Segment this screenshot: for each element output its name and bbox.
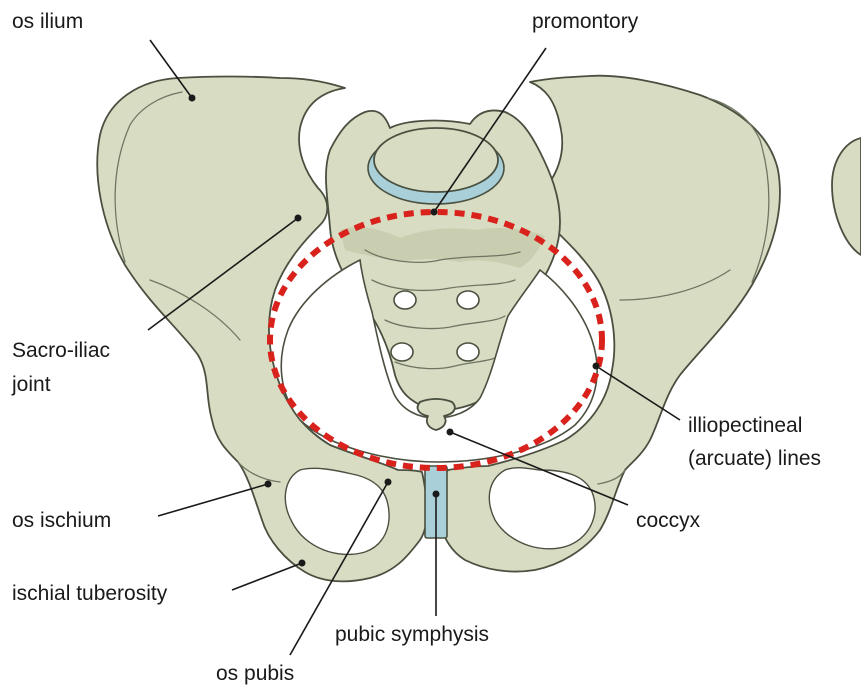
label-sacroiliac-line1: Sacro-iliac <box>12 339 110 362</box>
label-ischial-tuberosity: ischial tuberosity <box>12 582 168 605</box>
label-promontory: promontory <box>532 10 639 33</box>
leader-os-ischium <box>158 484 268 516</box>
label-os-ilium: os ilium <box>12 10 83 33</box>
sacral-foramen <box>391 343 413 361</box>
sacral-foramen <box>457 291 479 309</box>
label-sacroiliac-line2: joint <box>11 373 51 396</box>
sacral-foramen <box>394 291 416 309</box>
label-pubic-symphysis: pubic symphysis <box>335 623 489 646</box>
label-illiopectineal-line2: (arcuate) lines <box>688 447 821 470</box>
label-os-ischium: os ischium <box>12 509 111 532</box>
label-coccyx: coccyx <box>636 509 701 532</box>
sacral-foramen <box>457 343 479 361</box>
label-os-pubis: os pubis <box>216 662 294 685</box>
leader-ischial-tuberosity <box>232 563 302 590</box>
partial-pelvis-right-edge <box>832 138 861 255</box>
label-illiopectineal-line1: illiopectineal <box>688 414 802 437</box>
